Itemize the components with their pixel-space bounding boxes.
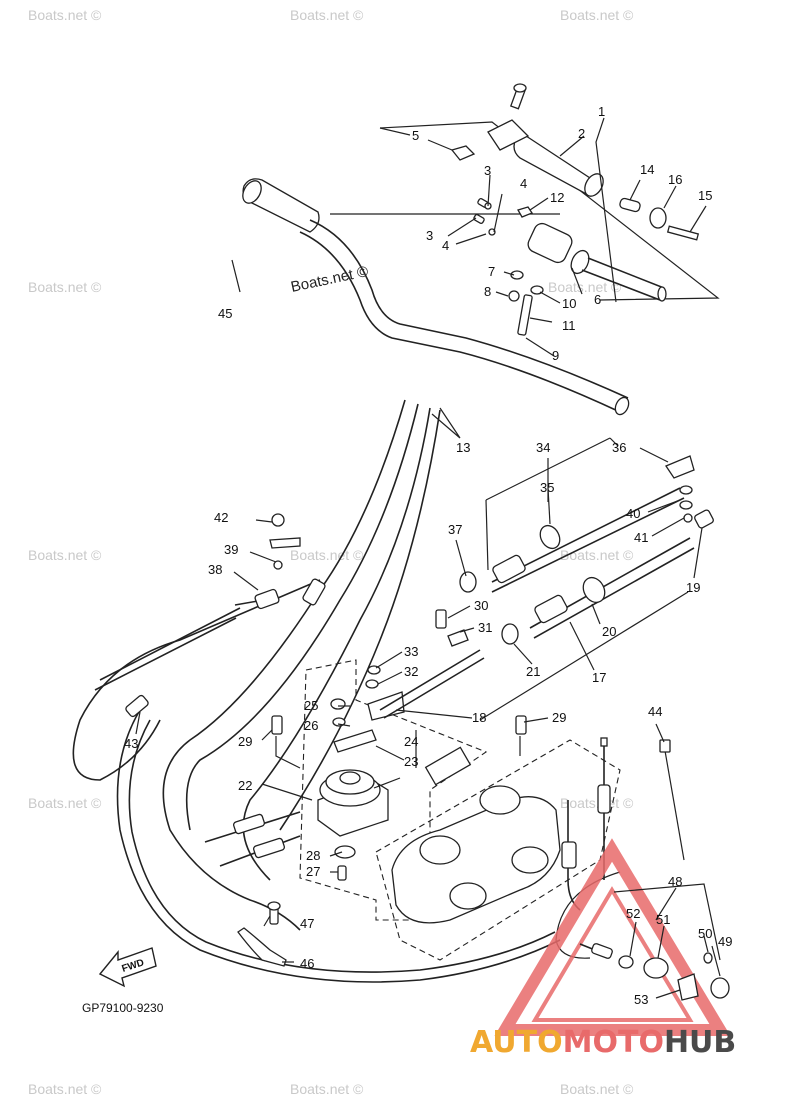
callout-43: 43 [124,736,138,751]
callout-8: 8 [484,284,491,299]
callout-labels: 1 2 3 3 4 4 5 6 7 8 9 10 11 12 13 14 15 … [124,104,732,1007]
callout-37: 37 [448,522,462,537]
callout-40: 40 [626,506,640,521]
callout-5: 5 [412,128,419,143]
callout-9: 9 [552,348,559,363]
callout-14: 14 [640,162,654,177]
diagram-code: GP79100-9230 [82,1001,164,1015]
callout-7: 7 [488,264,495,279]
callout-47: 47 [300,916,314,931]
callout-21: 21 [526,664,540,679]
throttle-cables [72,399,561,983]
watermark: Boats.net © [560,1081,634,1097]
collar-14 [619,197,641,213]
callout-11: 11 [562,318,576,333]
right-grip [487,83,604,197]
watermark: Boats.net © [560,795,634,811]
callout-2: 2 [578,126,585,141]
leader-box-line [379,121,720,301]
callout-35: 35 [540,480,554,495]
callout-29a: 29 [238,734,252,749]
callout-19: 19 [686,580,700,595]
callout-4b: 4 [442,238,449,253]
callout-49: 49 [718,934,732,949]
callout-25: 25 [304,698,318,713]
leader-lines [135,117,721,999]
callout-17: 17 [592,670,606,685]
callout-45: 45 [218,306,232,321]
throttle-housing [527,222,667,302]
watermark: Boats.net © [290,1081,364,1097]
brand-logo: AUTOMOTOHUB [470,1025,736,1060]
watermark: Boats.net © [28,795,102,811]
watermark: Boats.net © [28,279,102,295]
clamp-5 [450,145,476,161]
callout-23: 23 [404,754,418,769]
callout-34: 34 [536,440,550,455]
callout-44: 44 [648,704,662,719]
handlebar-group [242,83,720,416]
svg-text:AUTOMOTOHUB: AUTOMOTOHUB [470,1025,736,1060]
handlebar-tube [299,231,621,413]
callout-29b: 29 [552,710,566,725]
callout-46: 46 [300,956,314,971]
callout-16: 16 [668,172,682,187]
callout-50: 50 [698,926,712,941]
throttle-pulley-assembly [204,609,527,921]
callout-3a: 3 [484,163,491,178]
callout-1: 1 [598,104,605,119]
callout-22: 22 [238,778,252,793]
callout-24: 24 [404,734,418,749]
brand-part-1: AUTO [470,1025,563,1060]
watermark: Boats.net © [290,547,364,563]
callout-48: 48 [668,874,682,889]
callout-28: 28 [306,848,320,863]
callout-27: 27 [306,864,320,879]
callout-53: 53 [634,992,648,1007]
brand-part-2: MOTO [563,1025,664,1060]
left-grip [242,178,320,233]
callout-38: 38 [208,562,222,577]
bolt-15 [666,225,700,241]
callout-51: 51 [656,912,670,927]
watermark: Boats.net © [560,547,634,563]
watermark: Boats.net © [28,547,102,563]
callout-15: 15 [698,188,712,203]
callout-30: 30 [474,598,488,613]
callout-20: 20 [602,624,616,639]
clamp-46 [237,901,287,967]
cable-adjusters [459,437,714,721]
callout-42: 42 [214,510,228,525]
callout-18: 18 [472,710,486,725]
callout-36: 36 [612,440,626,455]
brand-part-3: HUB [664,1025,736,1060]
callout-41: 41 [634,530,648,545]
throttle-body [375,737,685,961]
callout-6: 6 [594,292,601,307]
callout-39: 39 [224,542,238,557]
washer-16 [649,207,667,229]
callout-12: 12 [550,190,564,205]
callout-33: 33 [404,644,418,659]
watermark: Boats.net © [28,7,102,23]
callout-13: 13 [456,440,470,455]
watermark-main: Boats.net © [289,263,369,296]
callout-52: 52 [626,906,640,921]
callout-3b: 3 [426,228,433,243]
watermark: Boats.net © [548,279,622,295]
watermark: Boats.net © [28,1081,102,1097]
watermark: Boats.net © [290,7,364,23]
callout-31: 31 [478,620,492,635]
callout-32: 32 [404,664,418,679]
parts-48-53 [579,883,730,1001]
watermark: Boats.net © [560,7,634,23]
callout-10: 10 [562,296,576,311]
brand-triangle-icon [494,838,731,1036]
callout-4a: 4 [520,176,527,191]
callout-26: 26 [304,718,318,733]
fwd-arrow-icon: FWD [98,947,157,988]
